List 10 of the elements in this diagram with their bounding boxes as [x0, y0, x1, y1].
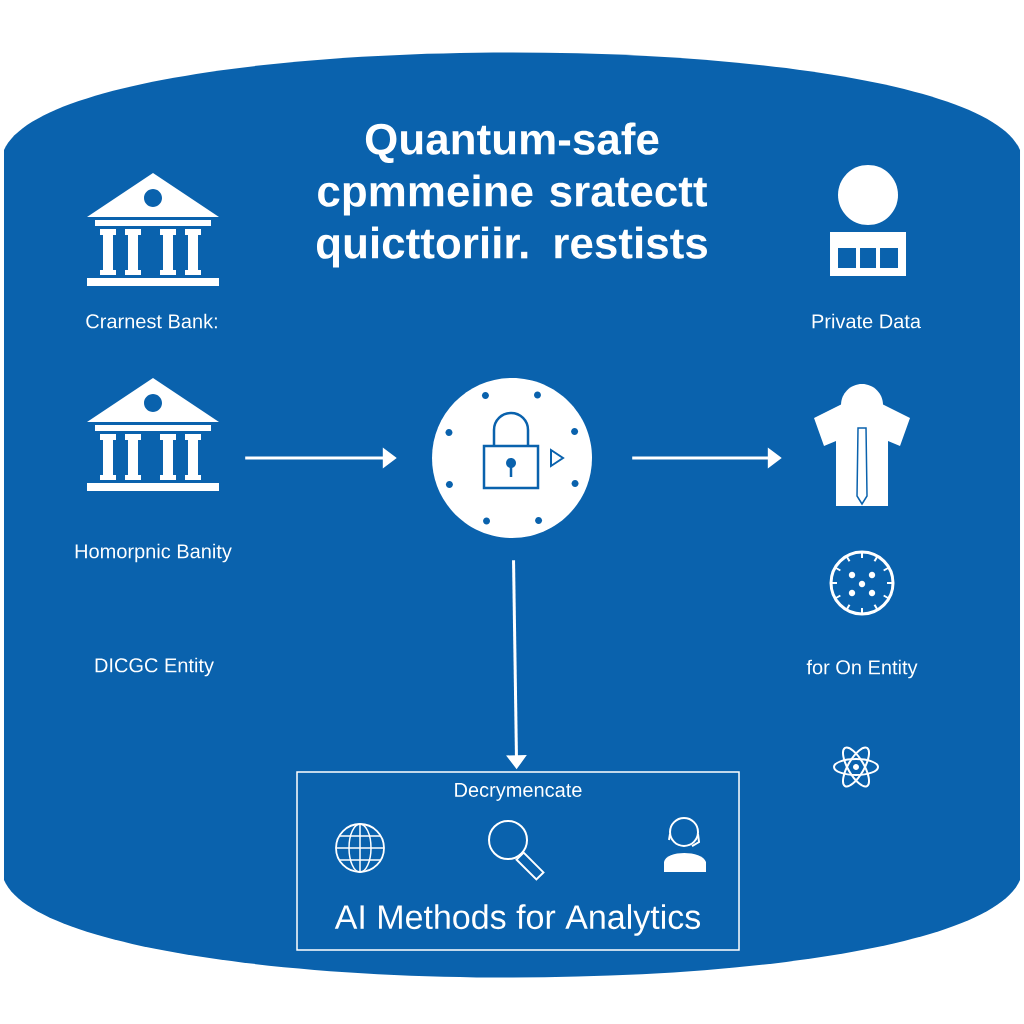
node-label: Homorpnic Banity — [75, 543, 232, 563]
process-box: Decrymencate AI Methods for Analytics — [296, 771, 740, 951]
icon-caption: DICGC Entity — [95, 657, 214, 677]
title: Quantum-safe cpmmeine sratectt quicttoriir. restists — [317, 122, 708, 268]
icon-caption: Private Data — [812, 313, 921, 329]
icon-caption: Crarnest Bank: — [86, 313, 217, 329]
icon-caption: for On Entity — [806, 659, 918, 679]
lock-circle — [432, 378, 592, 538]
person-drawing — [814, 384, 910, 506]
bank-drawing: Homorpnic Banity — [75, 378, 232, 563]
